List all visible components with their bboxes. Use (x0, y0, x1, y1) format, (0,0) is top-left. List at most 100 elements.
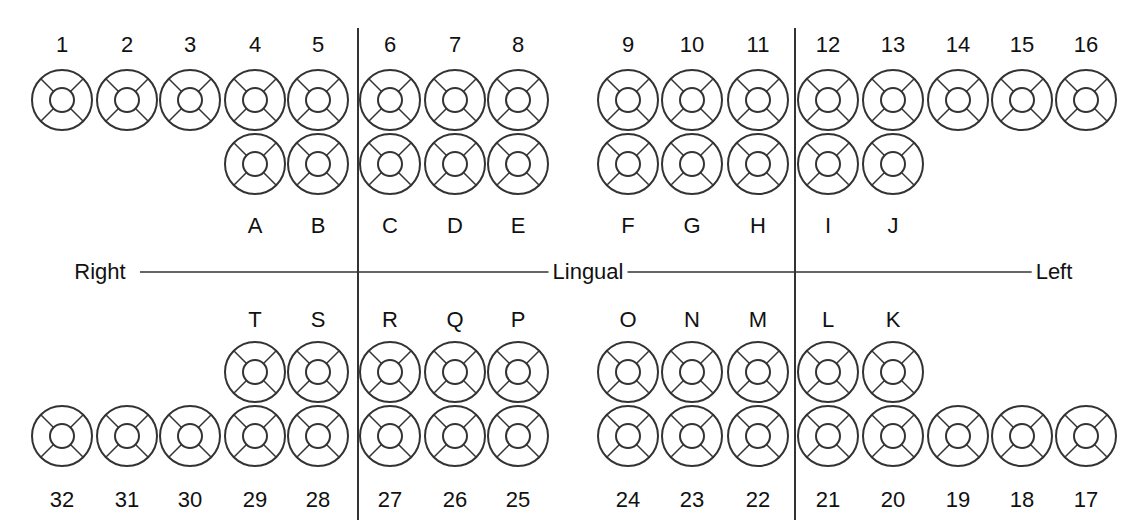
tooth-symbol (798, 406, 858, 466)
tooth-number: 31 (115, 489, 139, 511)
tooth-number: 28 (306, 489, 330, 511)
tooth-number: 9 (622, 34, 634, 56)
tooth-symbol (288, 342, 348, 402)
tooth-symbol (488, 134, 548, 194)
tooth-symbol (225, 406, 285, 466)
midline-divider (794, 28, 796, 520)
tooth-symbol (728, 134, 788, 194)
tooth-symbol (288, 134, 348, 194)
tooth-number: 20 (881, 489, 905, 511)
tooth-symbol (863, 406, 923, 466)
tooth-symbol (728, 70, 788, 130)
tooth-number: 14 (946, 34, 970, 56)
tooth-symbol (425, 70, 485, 130)
tooth-symbol (662, 406, 722, 466)
tooth-symbol (288, 70, 348, 130)
tooth-symbol (798, 70, 858, 130)
direction-label: Lingual (549, 260, 628, 284)
tooth-number: 27 (378, 489, 402, 511)
tooth-letter: L (822, 309, 834, 331)
tooth-number: 21 (816, 489, 840, 511)
tooth-symbol (598, 70, 658, 130)
tooth-symbol (1056, 406, 1116, 466)
tooth-number: 25 (506, 489, 530, 511)
tooth-number: 18 (1010, 489, 1034, 511)
tooth-number: 24 (616, 489, 640, 511)
tooth-number: 2 (121, 34, 133, 56)
tooth-letter: S (311, 309, 326, 331)
tooth-symbol (32, 406, 92, 466)
tooth-letter: P (511, 309, 526, 331)
tooth-symbol (798, 342, 858, 402)
tooth-number: 6 (384, 34, 396, 56)
tooth-number: 11 (747, 34, 770, 56)
midline-divider (357, 28, 359, 520)
tooth-number: 13 (881, 34, 905, 56)
tooth-number: 19 (946, 489, 970, 511)
tooth-letter: G (683, 215, 700, 237)
tooth-symbol (992, 406, 1052, 466)
tooth-number: 4 (249, 34, 261, 56)
tooth-symbol (598, 406, 658, 466)
tooth-number: 29 (243, 489, 267, 511)
tooth-symbol (598, 342, 658, 402)
tooth-number: 15 (1010, 34, 1034, 56)
tooth-symbol (863, 342, 923, 402)
tooth-symbol (863, 134, 923, 194)
tooth-number: 8 (512, 34, 524, 56)
tooth-letter: H (750, 215, 766, 237)
tooth-symbol (97, 70, 157, 130)
tooth-symbol (288, 406, 348, 466)
tooth-symbol (225, 70, 285, 130)
tooth-symbol (863, 70, 923, 130)
tooth-number: 16 (1074, 34, 1098, 56)
tooth-letter: I (825, 215, 831, 237)
direction-label: Left (1032, 260, 1077, 284)
tooth-symbol (360, 342, 420, 402)
tooth-letter: T (248, 309, 261, 331)
tooth-number: 12 (816, 34, 840, 56)
tooth-letter: E (511, 215, 526, 237)
tooth-letter: D (447, 215, 463, 237)
tooth-number: 22 (746, 489, 770, 511)
tooth-symbol (225, 342, 285, 402)
tooth-symbol (488, 406, 548, 466)
tooth-symbol (160, 406, 220, 466)
tooth-number: 26 (443, 489, 467, 511)
tooth-number: 17 (1074, 489, 1098, 511)
tooth-letter: A (248, 215, 263, 237)
tooth-symbol (425, 406, 485, 466)
tooth-symbol (1056, 70, 1116, 130)
tooth-symbol (425, 134, 485, 194)
tooth-symbol (662, 342, 722, 402)
tooth-number: 10 (680, 34, 704, 56)
tooth-number: 32 (50, 489, 74, 511)
tooth-symbol (928, 70, 988, 130)
tooth-symbol (425, 342, 485, 402)
tooth-symbol (598, 134, 658, 194)
tooth-letter: O (619, 309, 636, 331)
tooth-symbol (728, 406, 788, 466)
tooth-letter: C (382, 215, 398, 237)
tooth-symbol (225, 134, 285, 194)
tooth-symbol (360, 134, 420, 194)
tooth-symbol (728, 342, 788, 402)
tooth-number: 23 (680, 489, 704, 511)
tooth-letter: B (311, 215, 326, 237)
tooth-symbol (488, 70, 548, 130)
tooth-symbol (32, 70, 92, 130)
tooth-symbol (928, 406, 988, 466)
tooth-letter: K (886, 309, 901, 331)
tooth-letter: Q (446, 309, 463, 331)
tooth-symbol (360, 70, 420, 130)
tooth-letter: R (382, 309, 398, 331)
tooth-symbol (360, 406, 420, 466)
tooth-letter: M (749, 309, 767, 331)
tooth-number: 3 (184, 34, 196, 56)
tooth-symbol (798, 134, 858, 194)
tooth-number: 1 (56, 34, 68, 56)
direction-label: Right (70, 260, 129, 284)
tooth-letter: J (888, 215, 899, 237)
tooth-number: 5 (312, 34, 324, 56)
tooth-letter: N (684, 309, 700, 331)
